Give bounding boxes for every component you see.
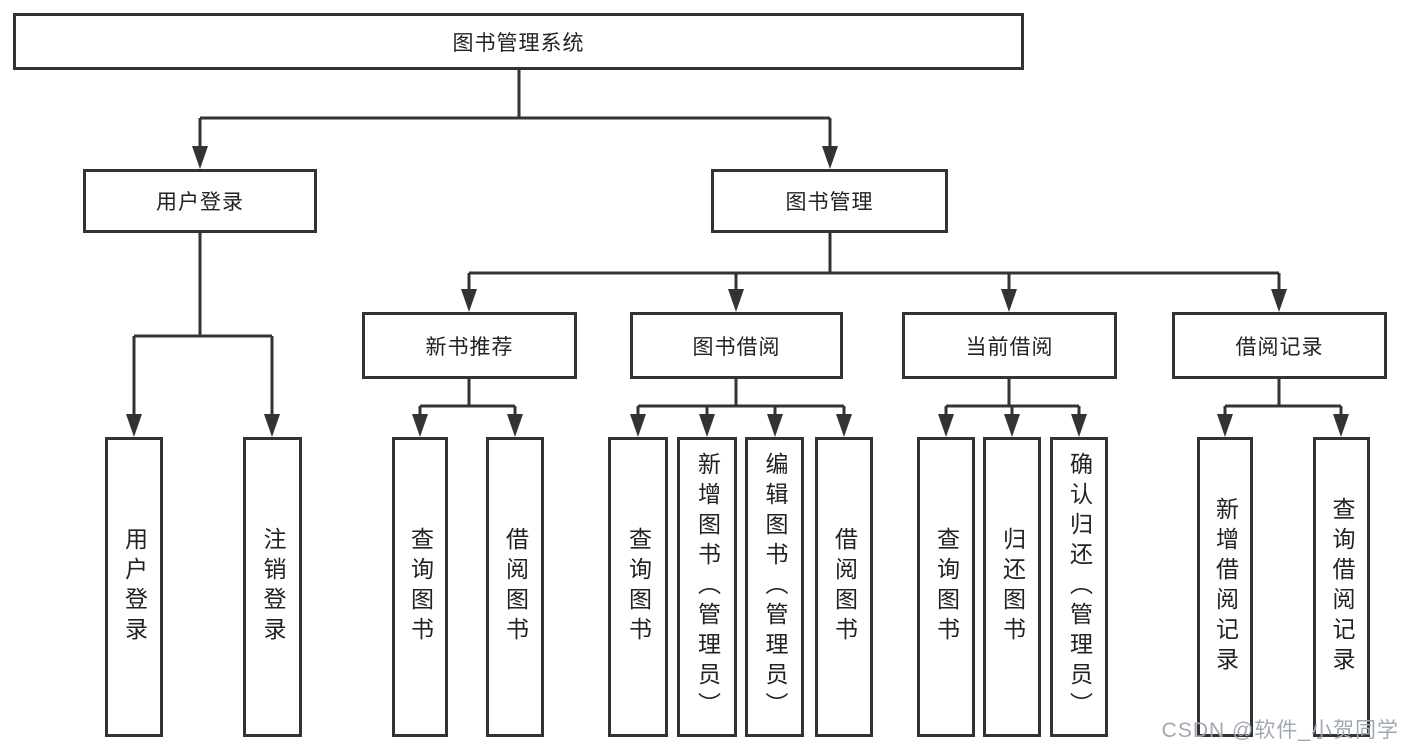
- csdn-watermark: CSDN @软件_小贺同学: [1161, 719, 1399, 742]
- node-leaf-newbook-borrow: 借阅图书: [486, 437, 544, 737]
- arrowhead-icon: [1004, 414, 1020, 437]
- node-leaf-current-return: 归还图书: [983, 437, 1041, 737]
- node-current-borrow: 当前借阅: [902, 312, 1117, 379]
- arrowhead-icon: [1071, 414, 1087, 437]
- arrowhead-icon: [1001, 289, 1017, 312]
- edge-book-borrow-children: [636, 379, 846, 418]
- node-leaf-current-query-label: 查询图书: [933, 527, 960, 647]
- node-borrow-record-label: 借阅记录: [1235, 335, 1324, 359]
- node-current-borrow-label: 当前借阅: [965, 335, 1054, 359]
- node-leaf-borrow-edit-label: 编辑图书（管理员）: [762, 452, 788, 722]
- arrowhead-icon: [507, 414, 523, 437]
- arrowhead-icon: [412, 414, 428, 437]
- arrowhead-icon: [938, 414, 954, 437]
- node-book-borrow: 图书借阅: [630, 312, 843, 379]
- arrowhead-icon: [822, 146, 838, 169]
- node-leaf-record-query-label: 查询借阅记录: [1329, 497, 1355, 677]
- node-leaf-current-confirm: 确认归还（管理员）: [1050, 437, 1108, 737]
- arrowhead-icon: [1271, 289, 1287, 312]
- arrowhead-icon: [461, 289, 477, 312]
- node-new-book-rec: 新书推荐: [362, 312, 577, 379]
- arrowhead-icon: [699, 414, 715, 437]
- edge-current-borrow-children: [944, 379, 1081, 418]
- edge-book-mgmt-branch: [467, 233, 1281, 293]
- node-user-login-branch: 用户登录: [83, 169, 317, 233]
- node-leaf-borrow-borrow: 借阅图书: [815, 437, 873, 737]
- node-leaf-borrow-query-label: 查询图书: [625, 527, 652, 647]
- node-leaf-current-confirm-label: 确认归还（管理员）: [1066, 452, 1093, 722]
- arrowhead-icon: [126, 414, 142, 437]
- node-leaf-logout-label: 注销登录: [260, 527, 286, 647]
- arrowhead-icon: [836, 414, 852, 437]
- arrowhead-icon: [767, 414, 783, 437]
- node-borrow-record: 借阅记录: [1172, 312, 1387, 379]
- arrowhead-icon: [264, 414, 280, 437]
- arrowhead-icon: [630, 414, 646, 437]
- node-root: 图书管理系统: [13, 13, 1024, 70]
- edge-root-to-level2: [198, 69, 832, 150]
- node-leaf-user-login-label: 用户登录: [121, 527, 148, 647]
- node-leaf-borrow-edit: 编辑图书（管理员）: [745, 437, 804, 737]
- node-user-login-branch-label: 用户登录: [156, 191, 244, 214]
- node-leaf-borrow-add: 新增图书（管理员）: [677, 437, 737, 737]
- node-leaf-newbook-query: 查询图书: [392, 437, 448, 737]
- edge-new-book-children: [418, 379, 517, 418]
- node-leaf-record-add-label: 新增借阅记录: [1212, 497, 1239, 677]
- node-leaf-user-login: 用户登录: [105, 437, 163, 737]
- arrowhead-icon: [192, 146, 208, 169]
- arrowheads: [126, 146, 1349, 437]
- edge-borrow-record-children: [1223, 379, 1343, 418]
- node-leaf-record-query: 查询借阅记录: [1313, 437, 1370, 737]
- node-book-mgmt-branch-label: 图书管理: [785, 191, 874, 214]
- node-book-borrow-label: 图书借阅: [692, 335, 781, 359]
- node-leaf-record-add: 新增借阅记录: [1197, 437, 1253, 737]
- node-leaf-logout: 注销登录: [243, 437, 302, 737]
- node-leaf-current-query: 查询图书: [917, 437, 975, 737]
- arrowhead-icon: [1333, 414, 1349, 437]
- arrowhead-icon: [728, 289, 744, 312]
- node-root-label: 图书管理系统: [452, 31, 585, 55]
- node-leaf-borrow-query: 查询图书: [608, 437, 668, 737]
- node-leaf-newbook-borrow-label: 借阅图书: [502, 527, 529, 647]
- node-leaf-newbook-query-label: 查询图书: [407, 527, 434, 647]
- node-new-book-rec-label: 新书推荐: [425, 335, 514, 359]
- node-leaf-current-return-label: 归还图书: [999, 527, 1026, 647]
- edge-user-login-branch: [132, 233, 274, 418]
- arrowhead-icon: [1217, 414, 1233, 437]
- node-book-mgmt-branch: 图书管理: [711, 169, 948, 233]
- node-leaf-borrow-borrow-label: 借阅图书: [831, 527, 858, 647]
- node-leaf-borrow-add-label: 新增图书（管理员）: [694, 452, 721, 722]
